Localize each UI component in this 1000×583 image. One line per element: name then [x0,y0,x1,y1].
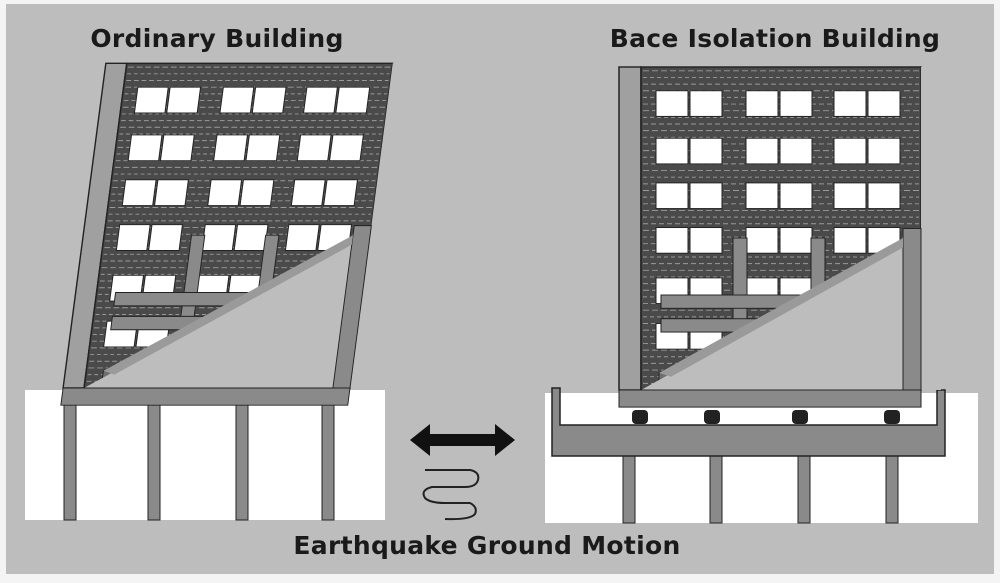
window-pane [323,179,358,207]
window-pane [303,86,338,114]
window-pane [290,179,326,207]
window-pane [207,179,243,207]
window-pane [148,224,183,251]
window-pane [779,137,813,165]
window-pane [689,227,723,254]
window-pane [779,227,813,254]
structure-cutaway [641,66,941,391]
window-pane [833,227,867,254]
ground-motion-arrow-icon [410,424,515,456]
isolation-bearing-icon [792,410,808,424]
ordinary-building-title: Ordinary Building [90,24,344,53]
window-pane [201,224,237,251]
window-pane [745,182,779,210]
base-beam [618,389,922,408]
isolation-bearing-icon [884,410,900,424]
cutaway-mask [641,66,941,390]
pile [147,394,161,521]
isolation-ground [545,387,978,524]
window-pane [213,134,249,162]
base-isolation-building [618,66,941,424]
window-pane [689,182,723,210]
window-pane [745,137,779,165]
window-pane [219,86,255,114]
window-pane [655,182,689,210]
cutaway-edge-column [902,228,922,391]
ordinary-building [60,62,412,406]
window-pane [284,224,320,251]
isolation-bearing-icon [632,410,648,424]
window-pane [159,134,195,162]
ordinary-ground [25,390,385,521]
pile [63,394,77,521]
window-pane [655,137,689,165]
pile [885,454,899,524]
window-pane [655,227,689,254]
side-column [618,66,642,391]
window-pane [239,179,275,207]
base-isolation-building-title: Bace Isolation Building [609,24,941,53]
ground-motion-caption: Earthquake Ground Motion [293,531,681,560]
window-pane [655,90,689,117]
base-beam [60,387,351,406]
pile [235,394,249,521]
window-pane [867,90,901,117]
window-pane [115,224,151,251]
window-pane [166,86,202,114]
isolation-bearing-icon [704,410,720,424]
window-pane [233,224,269,251]
window-pane [133,86,169,114]
structure-cutaway [84,63,412,389]
pile [709,454,723,524]
window-pane [779,182,813,210]
pile [321,394,335,521]
window-pane [296,134,332,162]
ordinary-building-frame [60,62,412,406]
window-pane [833,137,867,165]
window-pane [867,182,901,210]
window-pane [329,134,364,162]
ground-block [545,393,978,523]
window-pane [745,227,779,254]
window-pane [121,179,157,207]
window-pane [867,137,901,165]
isolation-building-frame [618,66,941,408]
cutaway-slab [103,235,354,375]
window-pane [245,134,281,162]
window-pane [833,90,867,117]
window-pane [779,90,813,117]
window-pane [833,182,867,210]
window-pane [154,179,189,207]
window-pane [335,86,371,114]
pile [622,454,636,524]
pile [797,454,811,524]
cutaway-mask [84,63,412,388]
isolation-foundation-pit [551,387,946,457]
window-pane [689,137,723,165]
ground-wave-icon [422,469,480,521]
window-pane [251,86,287,114]
cutaway-slab [659,238,903,377]
window-pane [689,90,723,117]
window-pane [745,90,779,117]
window-pane [127,134,163,162]
